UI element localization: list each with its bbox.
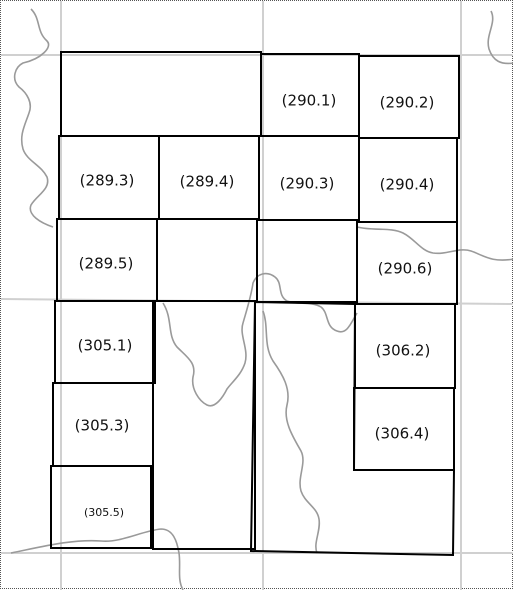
label-289-3: (289.3) (80, 172, 135, 190)
tile-labels: (290.1) (290.2) (289.3) (289.4) (290.3) … (75, 92, 435, 520)
label-290-2: (290.2) (380, 94, 435, 112)
label-306-4: (306.4) (375, 425, 430, 443)
tile-borders (50, 51, 460, 557)
river-south (10, 528, 184, 590)
tile-blank-middle-2 (256, 219, 358, 303)
tile-blank-lower-2 (249, 301, 456, 557)
label-289-4: (289.4) (180, 173, 235, 191)
label-290-4: (290.4) (380, 176, 435, 194)
label-306-2: (306.2) (376, 342, 431, 360)
river-central (162, 272, 358, 407)
label-290-3: (290.3) (280, 175, 335, 193)
tile-305-5 (50, 465, 152, 549)
tile-blank-middle-1 (156, 218, 258, 302)
river-inner (262, 310, 321, 554)
label-305-3: (305.3) (75, 417, 130, 435)
label-305-5: (305.5) (84, 506, 124, 519)
river-east-top (487, 10, 513, 65)
label-289-5: (289.5) (79, 255, 134, 273)
label-305-1: (305.1) (78, 337, 133, 355)
river-east-mid (356, 226, 513, 261)
label-290-1: (290.1) (282, 92, 337, 110)
tile-blank-top-left (60, 51, 262, 137)
label-290-6: (290.6) (378, 260, 433, 278)
river-west (13, 8, 54, 228)
tile-blank-lower-1 (152, 300, 256, 550)
river-lines (10, 8, 513, 590)
